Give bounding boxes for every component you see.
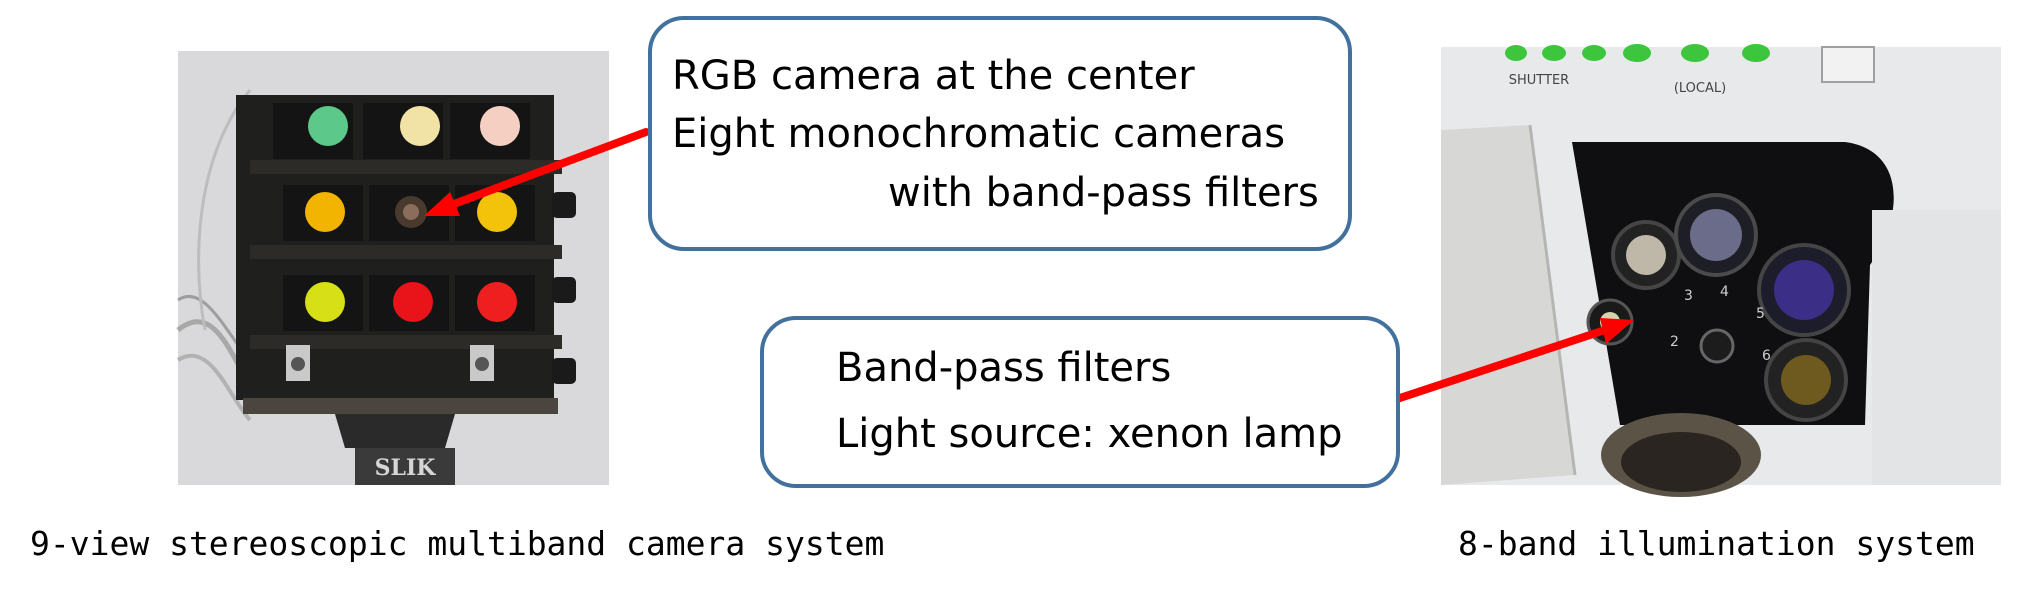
- slik-logo: SLIK: [375, 455, 437, 481]
- camera-callout-line-filters: with band-pass filters: [888, 170, 1319, 216]
- lamp-callout-line-filters: Band-pass filters: [836, 345, 1172, 391]
- filter-number-3: 3: [1684, 288, 1693, 304]
- filter-number-4: 4: [1720, 284, 1729, 300]
- lamp-callout: Band-pass filters Light source: xenon la…: [760, 316, 1400, 488]
- camera-callout-line-rgb: RGB camera at the center: [672, 53, 1195, 99]
- filter-number-6: 6: [1762, 348, 1771, 364]
- camera-system-photo: SLIK: [176, 51, 609, 485]
- filter-wheel: [1586, 193, 1851, 422]
- filter-number-2: 2: [1670, 334, 1679, 350]
- indicator-lights: [1505, 44, 1770, 62]
- panel-label-local: (LOCAL): [1674, 81, 1726, 96]
- arrow-to-rgb-camera: [424, 128, 650, 216]
- panel-label-shutter: SHUTTER: [1509, 73, 1569, 88]
- filter-lens-grid: [305, 106, 520, 322]
- caption-illumination-system: 8-band illumination system: [1458, 524, 1975, 563]
- lamp-callout-line-source: Light source: xenon lamp: [836, 411, 1343, 457]
- filter-number-5: 5: [1756, 306, 1765, 322]
- camera-callout-line-mono: Eight monochromatic cameras: [672, 111, 1286, 157]
- camera-callout: RGB camera at the center Eight monochrom…: [648, 16, 1352, 251]
- caption-camera-system: 9-view stereoscopic multiband camera sys…: [30, 524, 885, 563]
- illumination-system-photo: SHUTTER (LOCAL) 2 3 4 5 6: [1441, 44, 2001, 497]
- arrow-to-filters: [1393, 318, 1634, 403]
